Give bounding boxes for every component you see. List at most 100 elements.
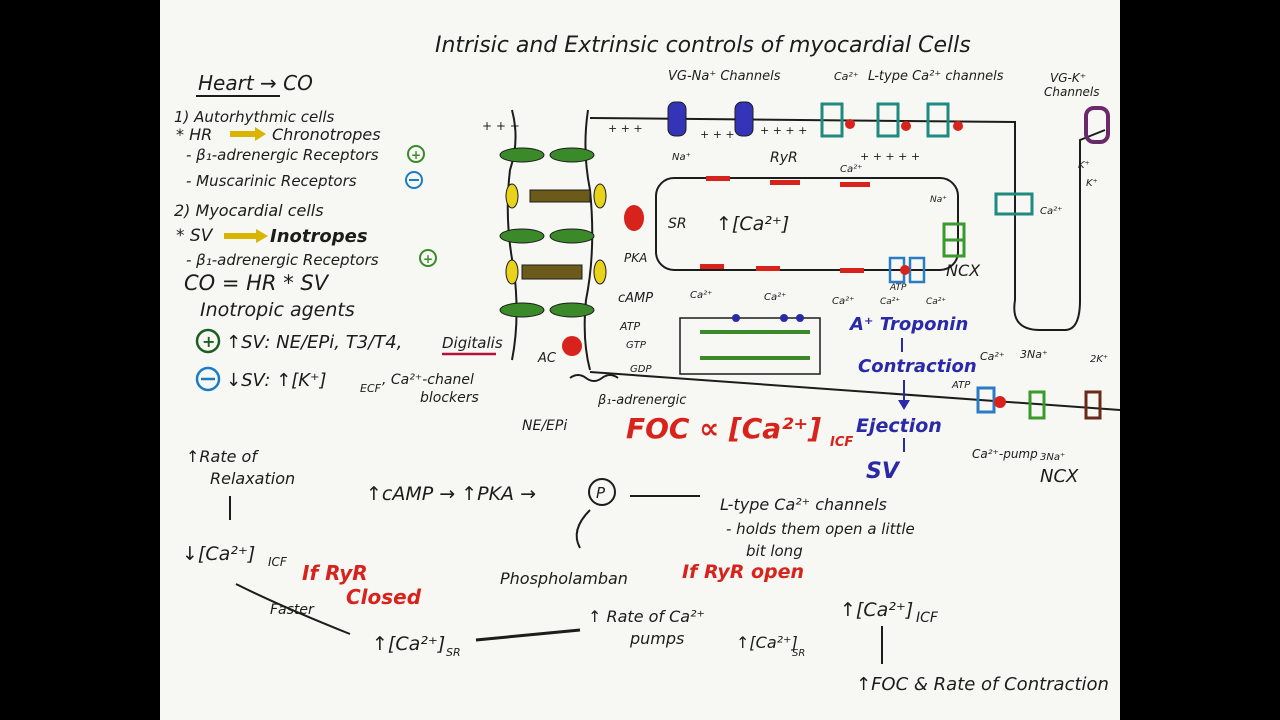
svg-text:Phospholamban: Phospholamban — [500, 569, 628, 588]
minus-circle-icon — [195, 366, 221, 392]
bottom-flow: ↑Rate of Relaxation ↑cAMP → ↑PKA → P L-t… — [182, 447, 1109, 695]
svg-text:ATP: ATP — [619, 320, 640, 333]
svg-text:+: + — [411, 148, 421, 162]
cascade-ejection: Ejection — [856, 415, 942, 437]
notes-heading: Heart → CO — [198, 71, 313, 95]
svg-text:↑[Ca²⁺]: ↑[Ca²⁺] — [736, 633, 798, 652]
svg-text:↑Rate of: ↑Rate of — [186, 447, 259, 466]
plus-circle-icon — [195, 328, 221, 354]
svg-text:+ + + + +: + + + + + — [860, 150, 920, 163]
plus-circle-icon — [407, 145, 425, 163]
svg-text:↑ Rate of Ca²⁺: ↑ Rate of Ca²⁺ — [588, 607, 705, 626]
svg-text:SR: SR — [792, 648, 805, 659]
cascade-troponin: A⁺ Troponin — [848, 314, 968, 335]
svg-text:↑cAMP → ↑PKA →: ↑cAMP → ↑PKA → — [366, 483, 536, 505]
cascade-sv: SV — [866, 459, 901, 484]
svg-text:↑[Ca²⁺]: ↑[Ca²⁺] — [372, 633, 445, 655]
svg-text:AC: AC — [537, 351, 557, 366]
svg-text:cAMP: cAMP — [618, 291, 653, 306]
notes-down-sv: ↓SV: ↑[K⁺] — [226, 370, 327, 391]
svg-text:Ca²⁺: Ca²⁺ — [980, 350, 1005, 363]
notes-line-1: 1) Autorhythmic cells — [174, 108, 335, 126]
svg-text:β₁-adrenergic: β₁-adrenergic — [597, 393, 686, 408]
svg-text:Ca²⁺: Ca²⁺ — [690, 290, 712, 301]
svg-text:K⁺: K⁺ — [1078, 160, 1090, 171]
svg-text:2K⁺: 2K⁺ — [1090, 354, 1108, 365]
svg-text:ATP: ATP — [889, 283, 907, 293]
svg-text:Na⁺: Na⁺ — [672, 152, 691, 163]
foc-relation: FOC ∝ [Ca²⁺] — [626, 412, 821, 445]
svg-text:Closed: Closed — [346, 585, 422, 609]
cascade-contraction: Contraction — [858, 356, 977, 377]
plus-circle-icon — [419, 249, 437, 267]
svg-text:Relaxation: Relaxation — [210, 469, 295, 488]
svg-text:RyR: RyR — [770, 150, 798, 166]
notes-sv: * SV — [176, 226, 214, 246]
k-channel-icon — [1084, 106, 1110, 144]
label-vg-na: VG-Na⁺ Channels — [668, 69, 781, 84]
svg-text:K⁺: K⁺ — [1086, 178, 1098, 189]
svg-text:ICF: ICF — [916, 610, 939, 626]
svg-text:Ca²⁺: Ca²⁺ — [764, 292, 786, 303]
contraction-cascade: A⁺ Troponin Contraction Ejection SV FOC … — [626, 314, 977, 484]
label-ncx: NCX — [946, 261, 981, 280]
svg-text:- holds them open a little: - holds them open a little — [726, 520, 915, 538]
svg-text:ICF: ICF — [268, 555, 288, 569]
svg-text:bit long: bit long — [746, 542, 803, 560]
svg-text:↓[Ca²⁺]: ↓[Ca²⁺] — [182, 543, 255, 565]
notes-inotropes: Inotropes — [270, 226, 368, 247]
notes-chronotropes: Chronotropes — [272, 125, 381, 144]
ca-channel-icon — [820, 102, 844, 138]
svg-text:+ + +: + + + — [700, 128, 735, 141]
notes-line-5: 2) Myocardial cells — [174, 201, 324, 220]
label-ncx-2: NCX — [1040, 466, 1079, 487]
svg-text:↑[Ca²⁺]: ↑[Ca²⁺] — [840, 599, 913, 621]
na-channel-icon — [667, 101, 687, 137]
label-vg-k: VG-K⁺ — [1050, 71, 1086, 85]
svg-text:Ca²⁺: Ca²⁺ — [926, 297, 946, 307]
gap-junctions — [499, 147, 607, 318]
svg-text:+ + +: + + + — [608, 122, 643, 135]
svg-text:Ca²⁺: Ca²⁺ — [832, 296, 854, 307]
foc-rate-label: ↑FOC & Rate of Contraction — [856, 674, 1109, 695]
svg-text:Ca²⁺: Ca²⁺ — [840, 164, 862, 175]
svg-text:+: + — [423, 252, 433, 266]
svg-text:+: + — [202, 332, 215, 351]
svg-text:ICF: ICF — [830, 435, 853, 450]
svg-text:3Na⁺: 3Na⁺ — [1040, 452, 1065, 463]
notes-inotropic-agents: Inotropic agents — [200, 299, 355, 321]
ac-enzyme-icon — [562, 336, 582, 356]
sarcomere — [679, 314, 821, 375]
na-channel-icon — [734, 101, 754, 137]
svg-text:3Na⁺: 3Na⁺ — [1020, 348, 1048, 361]
svg-text:Ca²⁺: Ca²⁺ — [1040, 206, 1062, 217]
svg-text:If RyR open: If RyR open — [682, 561, 804, 583]
svg-text:P: P — [596, 484, 606, 502]
svg-text:Channels: Channels — [1044, 85, 1100, 99]
notes-ecf-sub: ECF — [360, 382, 382, 395]
notes-beta-receptors: - β₁-adrenergic Receptors — [186, 146, 379, 164]
notes-blockers: blockers — [420, 390, 479, 406]
svg-text:Ca²⁺: Ca²⁺ — [880, 297, 900, 307]
svg-text:PKA: PKA — [624, 251, 647, 265]
svg-text:Na⁺: Na⁺ — [930, 195, 947, 205]
ca-channel-icon — [876, 102, 900, 138]
minus-circle-icon — [405, 171, 423, 189]
notes-up-sv: ↑SV: NE/EPi, T3/T4, — [226, 332, 402, 353]
ca-channel-icon — [926, 102, 950, 138]
notes-co-formula: CO = HR * SV — [184, 271, 330, 295]
svg-text:L-type Ca²⁺ channels: L-type Ca²⁺ channels — [720, 495, 887, 514]
notes-beta-receptors-2: - β₁-adrenergic Receptors — [186, 251, 379, 269]
whiteboard: Intrisic and Extrinsic controls of myoca… — [160, 0, 1120, 720]
sr-ca-level: ↑[Ca²⁺] — [716, 213, 789, 235]
notes-hr: * HR — [176, 125, 212, 144]
diagram-canvas: Intrisic and Extrinsic controls of myoca… — [174, 33, 1120, 695]
sr-compartment — [655, 177, 959, 271]
svg-text:ATP: ATP — [951, 380, 971, 391]
svg-text:GTP: GTP — [626, 340, 647, 351]
svg-text:+ + +: + + + — [482, 119, 520, 133]
title: Intrisic and Extrinsic controls of myoca… — [435, 33, 971, 58]
svg-text:GDP: GDP — [630, 364, 652, 375]
svg-text:SR: SR — [668, 216, 687, 232]
svg-text:pumps: pumps — [629, 629, 684, 648]
